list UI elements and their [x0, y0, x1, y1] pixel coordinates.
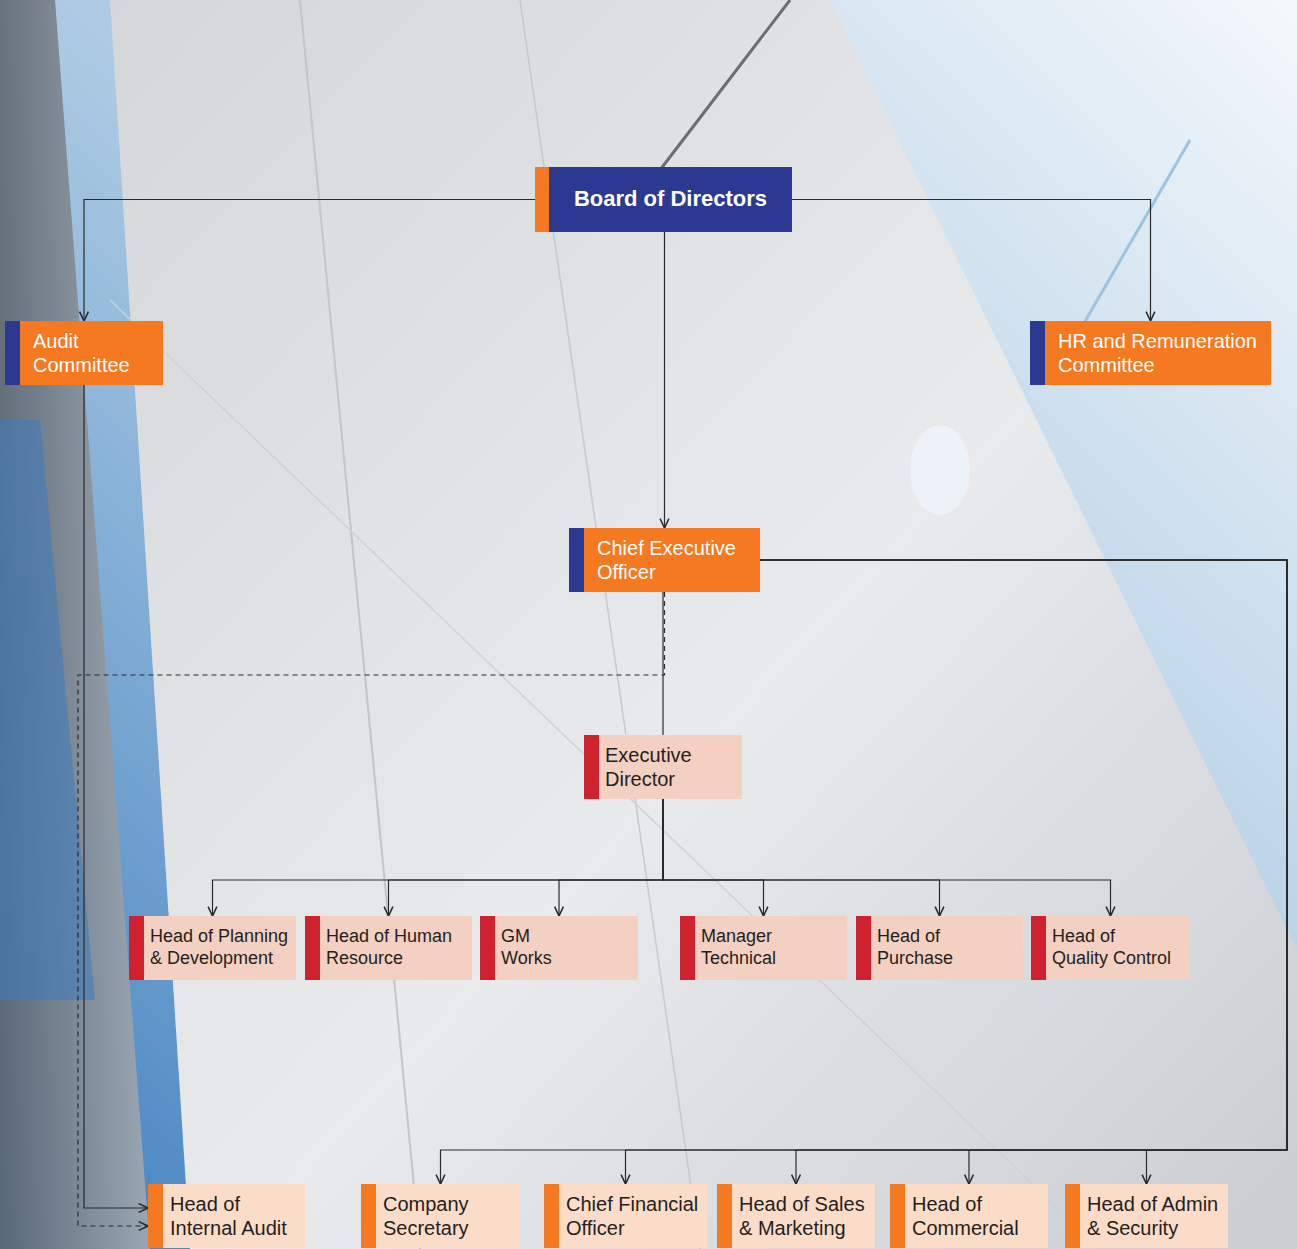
box-label: Head of Human Resource	[326, 926, 466, 969]
org-box: Head of Planning & Development	[129, 916, 296, 980]
connector	[441, 560, 1288, 1184]
org-box: Board of Directors	[535, 167, 792, 232]
accent-bar	[361, 1184, 376, 1248]
box-label: Chief Executive Officer	[597, 536, 752, 584]
org-box: Chief Executive Officer	[569, 528, 760, 592]
connector	[78, 592, 665, 1226]
accent-bar	[544, 1184, 559, 1248]
sail-seam	[110, 300, 1100, 1249]
accent-bar	[129, 916, 144, 980]
connector	[559, 799, 663, 916]
org-box: Head of Admin & Security	[1065, 1184, 1228, 1248]
org-box: Executive Director	[584, 735, 742, 799]
text-group: Executive Director	[605, 743, 715, 791]
accent-bar	[584, 735, 599, 799]
connector	[760, 560, 1287, 1184]
connector	[760, 560, 1287, 1184]
org-box: Head of Internal Audit	[148, 1184, 305, 1248]
box-label: Chief Financial Officer	[566, 1192, 701, 1240]
connector	[664, 232, 665, 528]
connector	[213, 799, 664, 916]
sail	[110, 0, 1297, 1249]
org-box: Head of Commercial	[890, 1184, 1048, 1248]
text-group: Manager Technical	[701, 926, 841, 969]
text-group: Chief Financial Officer	[566, 1192, 701, 1240]
org-box: Head of Sales & Marketing	[717, 1184, 875, 1248]
connector	[663, 799, 1111, 916]
box-label: Head of Planning & Development	[150, 926, 290, 969]
box-label: Manager Technical	[701, 926, 841, 969]
org-box: Audit Committee	[5, 321, 163, 385]
text-group: Head of Purchase	[877, 926, 1017, 969]
accent-bar	[1065, 1184, 1080, 1248]
connector	[663, 799, 940, 916]
connector	[662, 592, 663, 735]
text-group: Head of Planning & Development	[150, 926, 290, 969]
connector	[760, 560, 1287, 1184]
accent-bar	[1031, 916, 1046, 980]
box-label: Audit Committee	[33, 329, 143, 377]
org-box: HR and Remuneration Committee	[1030, 321, 1271, 385]
text-group: Head of Admin & Security	[1087, 1192, 1222, 1240]
box-label: Head of Internal Audit	[170, 1192, 295, 1240]
box-label: Head of Sales & Marketing	[739, 1192, 869, 1240]
connector	[84, 385, 148, 1208]
text-group: Head of Human Resource	[326, 926, 466, 969]
org-box: Company Secretary	[361, 1184, 520, 1248]
org-box: Head of Purchase	[856, 916, 1023, 980]
box-label: Head of Admin & Security	[1087, 1192, 1222, 1240]
rigging-line	[1080, 140, 1190, 330]
accent-bar	[569, 528, 584, 592]
connector	[663, 799, 764, 916]
accent-bar	[1030, 321, 1045, 385]
accent-bar	[856, 916, 871, 980]
box-label: Company Secretary	[383, 1192, 508, 1240]
box-label: Head of Purchase	[877, 926, 1017, 969]
connector	[626, 560, 1288, 1184]
connector	[389, 799, 664, 916]
connector	[792, 200, 1151, 322]
text-group: Board of Directors	[574, 186, 767, 212]
connector	[84, 200, 535, 322]
accent-bar	[717, 1184, 732, 1248]
box-label: Board of Directors	[574, 186, 767, 212]
sun-glare	[910, 425, 970, 515]
text-group: HR and Remuneration Committee	[1058, 329, 1263, 377]
org-box: GM Works	[480, 916, 638, 980]
text-group: Chief Executive Officer	[597, 536, 752, 584]
text-group: GM Works	[501, 926, 561, 969]
org-box: Chief Financial Officer	[544, 1184, 707, 1248]
accent-bar	[5, 321, 20, 385]
sky-patch	[0, 420, 95, 1000]
org-box: Manager Technical	[680, 916, 847, 980]
sail-seam	[300, 0, 420, 1249]
accent-bar	[890, 1184, 905, 1248]
text-group: Head of Sales & Marketing	[739, 1192, 869, 1240]
org-box: Head of Quality Control	[1031, 916, 1190, 980]
accent-bar	[680, 916, 695, 980]
box-label: Executive Director	[605, 743, 715, 791]
accent-bar	[148, 1184, 163, 1248]
box-label: Head of Quality Control	[1052, 926, 1174, 969]
org-box: Head of Human Resource	[305, 916, 472, 980]
accent-bar	[305, 916, 320, 980]
text-group: Audit Committee	[33, 329, 143, 377]
text-group: Head of Commercial	[912, 1192, 1042, 1240]
text-group: Head of Quality Control	[1052, 926, 1174, 969]
accent-bar	[480, 916, 495, 980]
box-label: Head of Commercial	[912, 1192, 1042, 1240]
rigging-line	[660, 0, 790, 170]
text-group: Head of Internal Audit	[170, 1192, 295, 1240]
accent-bar	[535, 167, 549, 232]
box-label: GM Works	[501, 926, 561, 969]
text-group: Company Secretary	[383, 1192, 508, 1240]
mast	[0, 0, 150, 1249]
box-label: HR and Remuneration Committee	[1058, 329, 1263, 377]
